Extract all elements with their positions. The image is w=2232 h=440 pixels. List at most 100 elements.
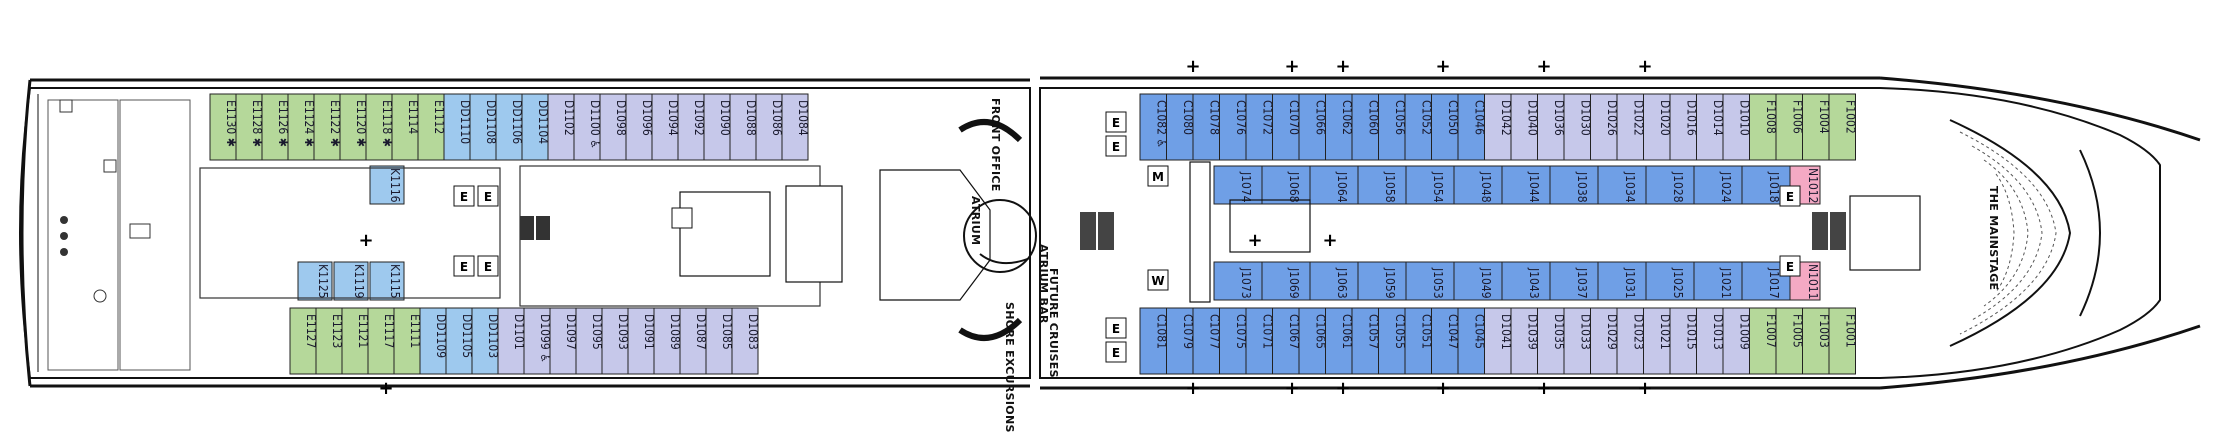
cabin-bottom-forward[interactable]: D1041	[1484, 307, 1513, 375]
cabin-inner-forward-bottom[interactable]: J1025	[1645, 261, 1695, 301]
cabin-top-forward[interactable]: C1082 ♿	[1139, 93, 1168, 161]
cabin-inner-forward-top[interactable]: J1074	[1213, 165, 1263, 205]
cabin-top-forward[interactable]: D1040	[1510, 93, 1539, 161]
cabin-top-forward[interactable]: F1004	[1802, 93, 1831, 161]
cabin-top-forward[interactable]: D1022	[1616, 93, 1645, 161]
cabin-top-forward[interactable]: D1010	[1722, 93, 1751, 161]
cabin-top-aft[interactable]: D1092	[677, 93, 706, 161]
cabin-inner-forward-top[interactable]: J1034	[1597, 165, 1647, 205]
cabin-inner-forward-bottom[interactable]: J1021	[1693, 261, 1743, 301]
cabin-top-aft[interactable]: D1094	[651, 93, 680, 161]
cabin-top-forward[interactable]: D1026	[1590, 93, 1619, 161]
cabin-bottom-forward[interactable]: D1013	[1696, 307, 1725, 375]
cabin-top-aft[interactable]: E1126 ✱	[261, 93, 290, 161]
cabin-top-aft[interactable]: E1128 ✱	[235, 93, 264, 161]
cabin-bottom-aft[interactable]: E1117	[367, 307, 396, 375]
cabin-top-forward[interactable]: F1008	[1749, 93, 1778, 161]
cabin-bottom-forward[interactable]: D1009	[1722, 307, 1751, 375]
cabin-bottom-aft[interactable]: E1111	[393, 307, 422, 375]
cabin-top-forward[interactable]: C1070	[1272, 93, 1301, 161]
cabin-bottom-aft[interactable]: D1087	[679, 307, 708, 375]
cabin-bottom-forward[interactable]: C1079	[1166, 307, 1195, 375]
cabin-top-aft[interactable]: E1122 ✱	[313, 93, 342, 161]
cabin-bottom-forward[interactable]: C1057	[1351, 307, 1380, 375]
cabin-bottom-forward[interactable]: C1045	[1457, 307, 1486, 375]
cabin-bottom-aft[interactable]: D1097	[549, 307, 578, 375]
cabin-inner-aft[interactable]: K1116	[369, 165, 405, 205]
cabin-bottom-forward[interactable]: D1029	[1590, 307, 1619, 375]
cabin-bottom-forward[interactable]: F1005	[1775, 307, 1804, 375]
cabin-top-aft[interactable]: E1124 ✱	[287, 93, 316, 161]
cabin-inner-forward-bottom[interactable]: J1049	[1453, 261, 1503, 301]
cabin-bottom-forward[interactable]: D1015	[1669, 307, 1698, 375]
cabin-bottom-aft[interactable]: D1099 ♿	[523, 307, 552, 375]
cabin-inner-forward-top[interactable]: J1024	[1693, 165, 1743, 205]
cabin-top-aft[interactable]: DD1108	[469, 93, 498, 161]
cabin-top-forward[interactable]: C1072	[1245, 93, 1274, 161]
cabin-bottom-aft[interactable]: DD1105	[445, 307, 474, 375]
cabin-top-forward[interactable]: C1066	[1298, 93, 1327, 161]
cabin-top-forward[interactable]: C1062	[1325, 93, 1354, 161]
cabin-bottom-aft[interactable]: DD1109	[419, 307, 448, 375]
cabin-bottom-aft[interactable]: D1093	[601, 307, 630, 375]
cabin-top-aft[interactable]: E1112	[417, 93, 446, 161]
cabin-bottom-aft[interactable]: D1101	[497, 307, 526, 375]
cabin-bottom-forward[interactable]: D1023	[1616, 307, 1645, 375]
cabin-bottom-forward[interactable]: F1007	[1749, 307, 1778, 375]
cabin-inner-forward-top[interactable]: J1048	[1453, 165, 1503, 205]
cabin-top-forward[interactable]: C1046	[1457, 93, 1486, 161]
cabin-bottom-forward[interactable]: C1071	[1245, 307, 1274, 375]
cabin-top-forward[interactable]: C1056	[1378, 93, 1407, 161]
cabin-top-forward[interactable]: F1002	[1828, 93, 1857, 161]
cabin-inner-aft[interactable]: K1125	[297, 261, 333, 301]
cabin-top-forward[interactable]: C1078	[1192, 93, 1221, 161]
cabin-top-aft[interactable]: E1118 ✱	[365, 93, 394, 161]
cabin-inner-forward-top[interactable]: J1044	[1501, 165, 1551, 205]
cabin-bottom-forward[interactable]: C1061	[1325, 307, 1354, 375]
cabin-bottom-aft[interactable]: D1091	[627, 307, 656, 375]
cabin-top-forward[interactable]: D1020	[1643, 93, 1672, 161]
cabin-top-aft[interactable]: D1086	[755, 93, 784, 161]
cabin-top-forward[interactable]: D1014	[1696, 93, 1725, 161]
cabin-top-forward[interactable]: C1076	[1219, 93, 1248, 161]
cabin-top-forward[interactable]: D1016	[1669, 93, 1698, 161]
cabin-inner-forward-bottom[interactable]: J1073	[1213, 261, 1263, 301]
cabin-bottom-aft[interactable]: E1123	[315, 307, 344, 375]
cabin-bottom-forward[interactable]: C1077	[1192, 307, 1221, 375]
cabin-inner-forward-top[interactable]: J1054	[1405, 165, 1455, 205]
cabin-inner-forward-top[interactable]: J1058	[1357, 165, 1407, 205]
cabin-bottom-forward[interactable]: C1065	[1298, 307, 1327, 375]
cabin-inner-forward-top[interactable]: J1064	[1309, 165, 1359, 205]
cabin-bottom-aft[interactable]: D1095	[575, 307, 604, 375]
cabin-bottom-forward[interactable]: D1035	[1537, 307, 1566, 375]
cabin-top-aft[interactable]: DD1110	[443, 93, 472, 161]
cabin-top-aft[interactable]: D1084	[781, 93, 810, 161]
cabin-inner-forward-bottom[interactable]: J1037	[1549, 261, 1599, 301]
cabin-top-aft[interactable]: E1120 ✱	[339, 93, 368, 161]
cabin-top-aft[interactable]: DD1104	[521, 93, 550, 161]
cabin-bottom-forward[interactable]: F1003	[1802, 307, 1831, 375]
cabin-bottom-aft[interactable]: D1085	[705, 307, 734, 375]
cabin-bottom-forward[interactable]: D1039	[1510, 307, 1539, 375]
cabin-bottom-aft[interactable]: E1127	[289, 307, 318, 375]
cabin-bottom-forward[interactable]: F1001	[1828, 307, 1857, 375]
cabin-top-forward[interactable]: C1080	[1166, 93, 1195, 161]
cabin-bottom-aft[interactable]: D1089	[653, 307, 682, 375]
cabin-top-aft[interactable]: D1096	[625, 93, 654, 161]
cabin-bottom-forward[interactable]: C1081	[1139, 307, 1168, 375]
cabin-top-aft[interactable]: D1088	[729, 93, 758, 161]
cabin-top-aft[interactable]: D1102	[547, 93, 576, 161]
cabin-inner-forward-top[interactable]: J1038	[1549, 165, 1599, 205]
cabin-inner-forward-bottom[interactable]: J1059	[1357, 261, 1407, 301]
cabin-bottom-aft[interactable]: DD1103	[471, 307, 500, 375]
cabin-bottom-forward[interactable]: C1051	[1404, 307, 1433, 375]
cabin-top-aft[interactable]: E1114	[391, 93, 420, 161]
cabin-top-forward[interactable]: D1030	[1563, 93, 1592, 161]
cabin-top-forward[interactable]: C1050	[1431, 93, 1460, 161]
cabin-top-aft[interactable]: D1090	[703, 93, 732, 161]
cabin-inner-forward-bottom[interactable]: J1043	[1501, 261, 1551, 301]
cabin-top-aft[interactable]: DD1106	[495, 93, 524, 161]
cabin-inner-aft[interactable]: K1119	[333, 261, 369, 301]
cabin-top-aft[interactable]: D1100 ♿	[573, 93, 602, 161]
cabin-inner-forward-top[interactable]: J1028	[1645, 165, 1695, 205]
